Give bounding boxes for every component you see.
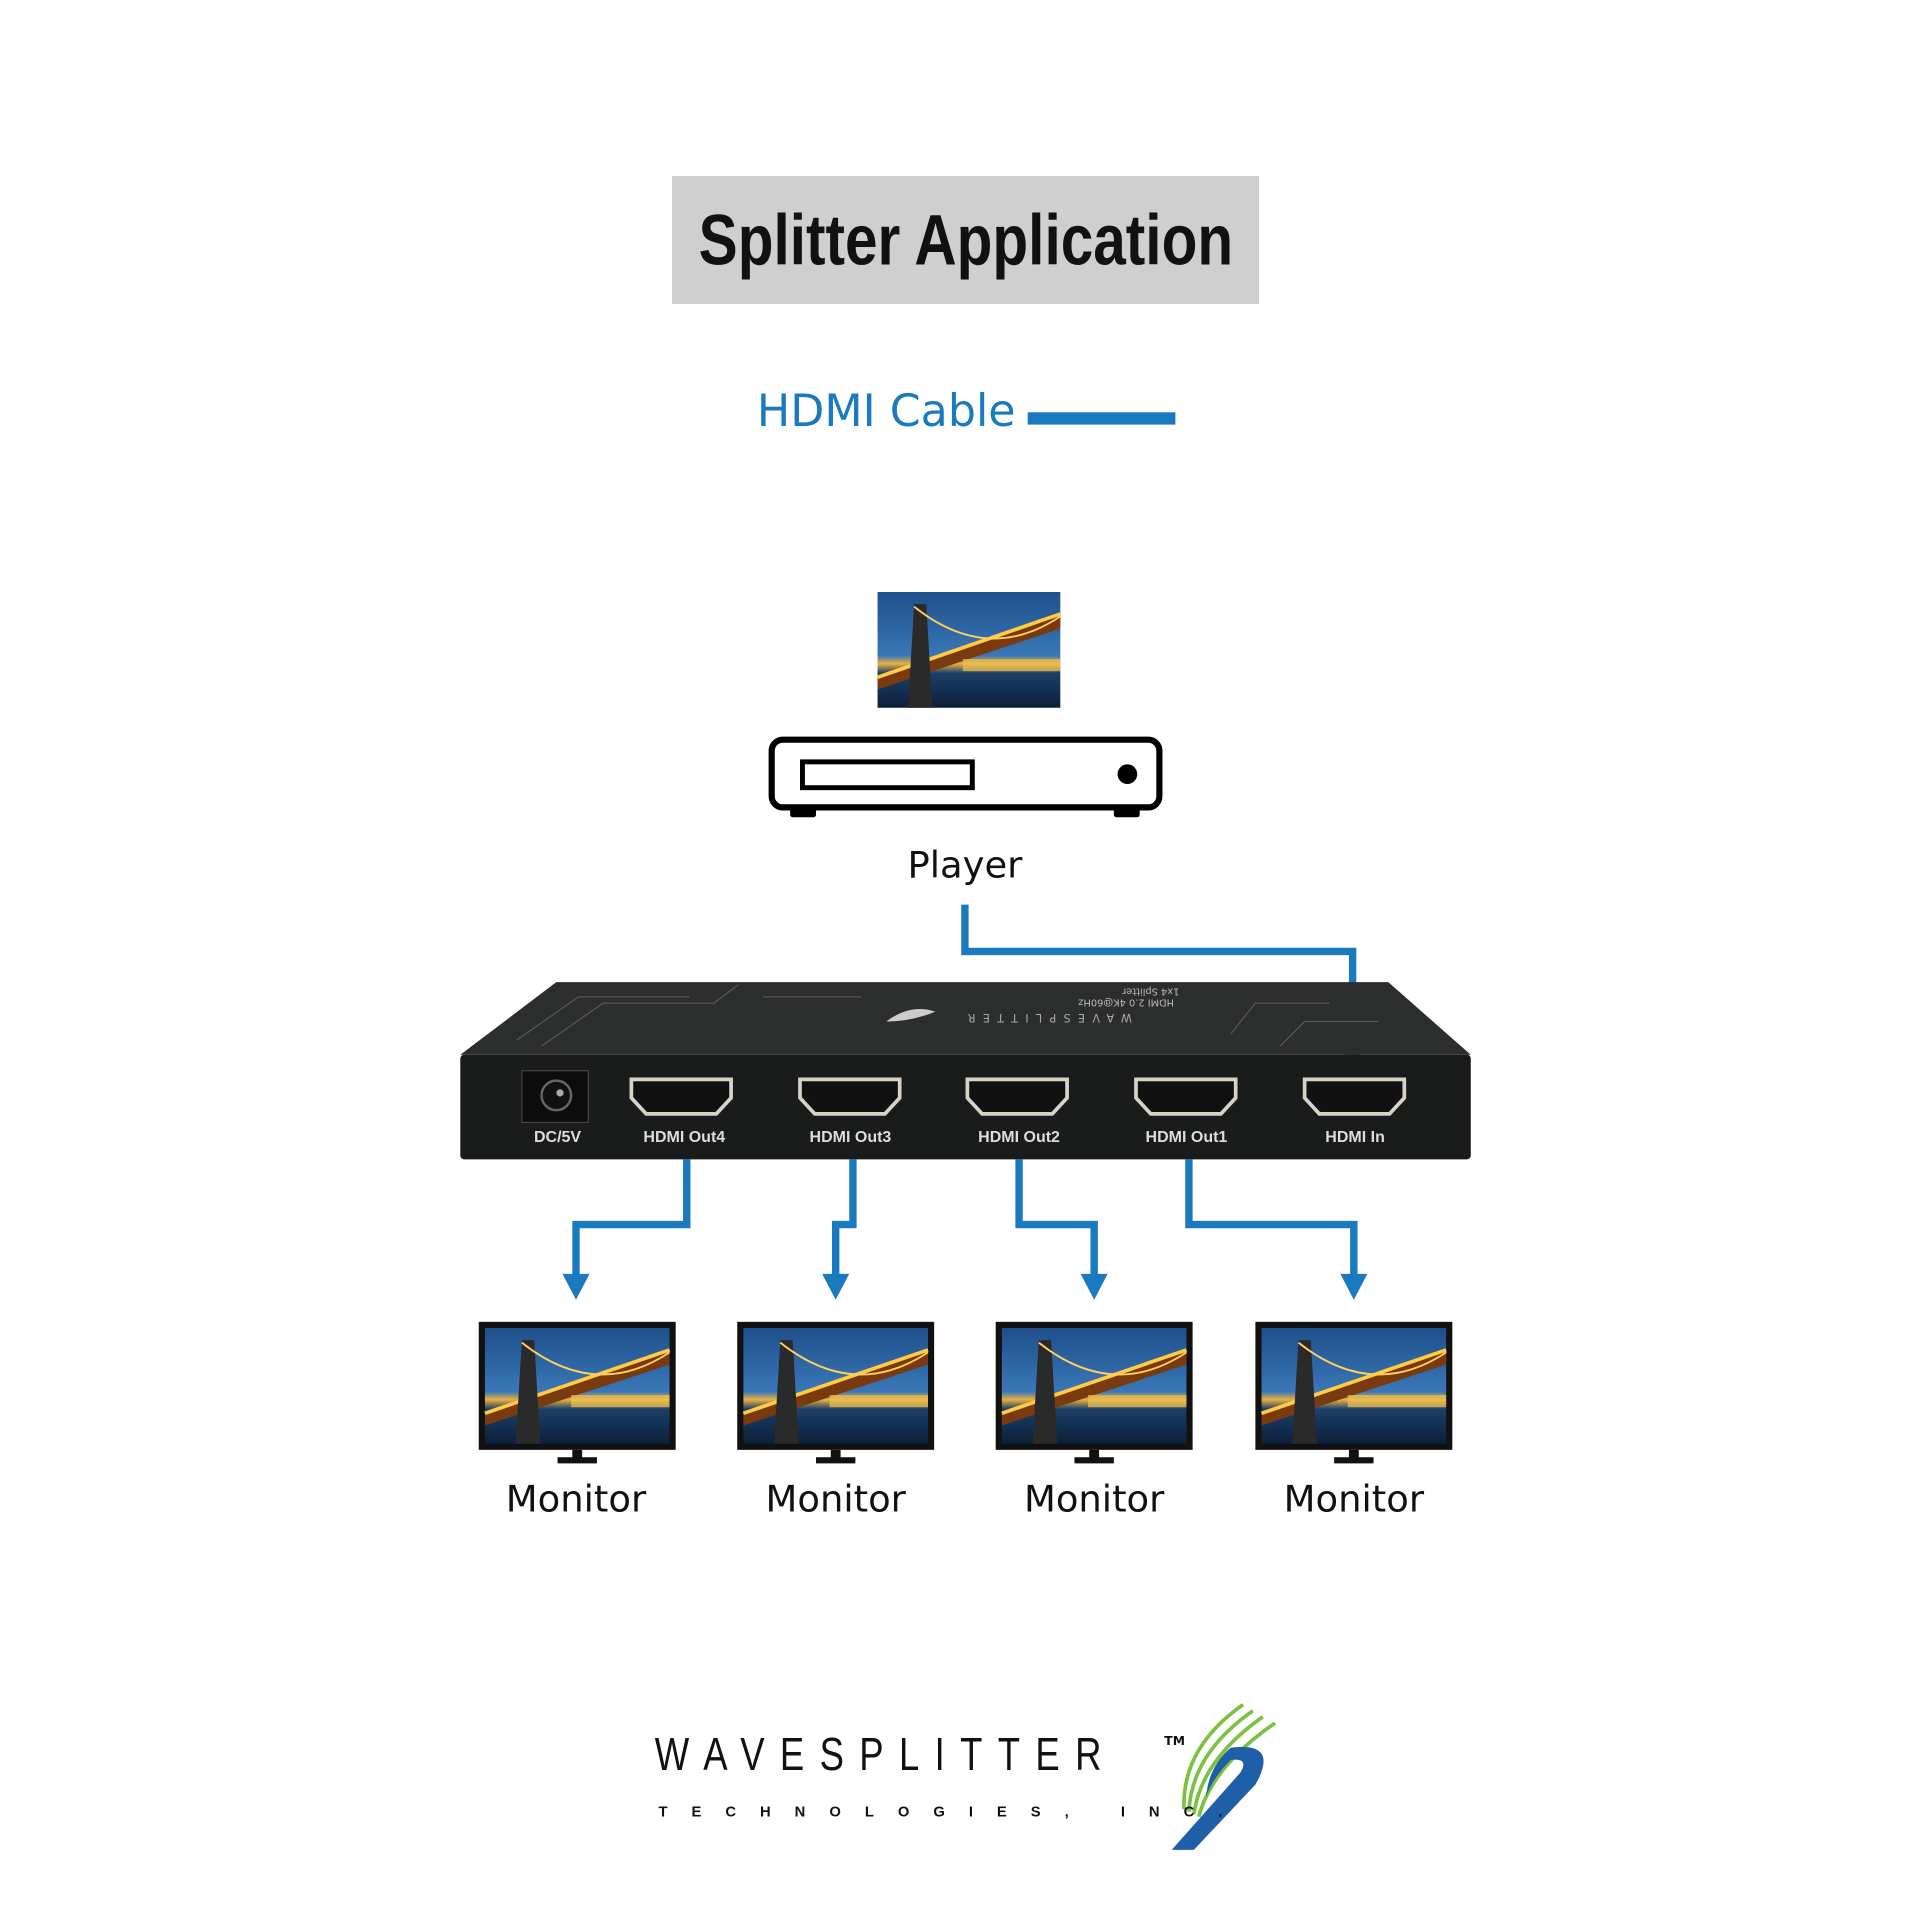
port-label-out3: HDMI Out3 (809, 1127, 892, 1146)
monitor-icon (737, 1321, 935, 1464)
cable-out4 (572, 1159, 691, 1278)
monitor-label: Monitor (765, 1478, 906, 1522)
device-brand-text: WAVESPLITTER (960, 1011, 1131, 1024)
player-label: Player (907, 844, 1023, 888)
monitor-icon (995, 1321, 1193, 1464)
monitor-icon (1255, 1321, 1453, 1464)
logo-swoosh-icon (1171, 1703, 1277, 1850)
logo-wordmark: WAVESPLITTER (654, 1729, 1117, 1781)
legend-label: HDMI Cable (756, 386, 1016, 437)
monitor-icon (478, 1321, 676, 1464)
logo-trademark: TM (1164, 1735, 1185, 1749)
splitter-device: WAVESPLITTER HDMI 2.0 4K@60Hz 1x4 Splitt… (460, 982, 1471, 1160)
source-image (875, 590, 1063, 710)
device-type-text: 1x4 Splitter (1121, 985, 1179, 996)
device-model-text: HDMI 2.0 4K@60Hz (1078, 996, 1174, 1007)
logo-subtitle: TECHNOLOGIES, INC. (658, 1803, 1247, 1821)
port-label-out1: HDMI Out1 (1145, 1127, 1228, 1146)
title-box: Splitter Application (672, 176, 1260, 305)
port-label-dc: DC/5V (533, 1127, 582, 1146)
port-label-in: HDMI In (1325, 1127, 1385, 1146)
output-cables (572, 1159, 1358, 1278)
output-arrows (562, 1273, 1368, 1300)
cable-out2 (1015, 1159, 1098, 1278)
port-label-out4: HDMI Out4 (643, 1127, 726, 1146)
cable-out1 (1185, 1159, 1358, 1278)
legend-line (1027, 412, 1176, 425)
monitor-label: Monitor (1023, 1478, 1165, 1522)
player-icon (768, 736, 1163, 818)
page-title: Splitter Application (698, 200, 1233, 281)
port-label-out2: HDMI Out2 (978, 1127, 1060, 1146)
monitor-label: Monitor (1283, 1478, 1425, 1522)
monitor-label: Monitor (505, 1478, 647, 1522)
cable-out3 (832, 1159, 857, 1278)
